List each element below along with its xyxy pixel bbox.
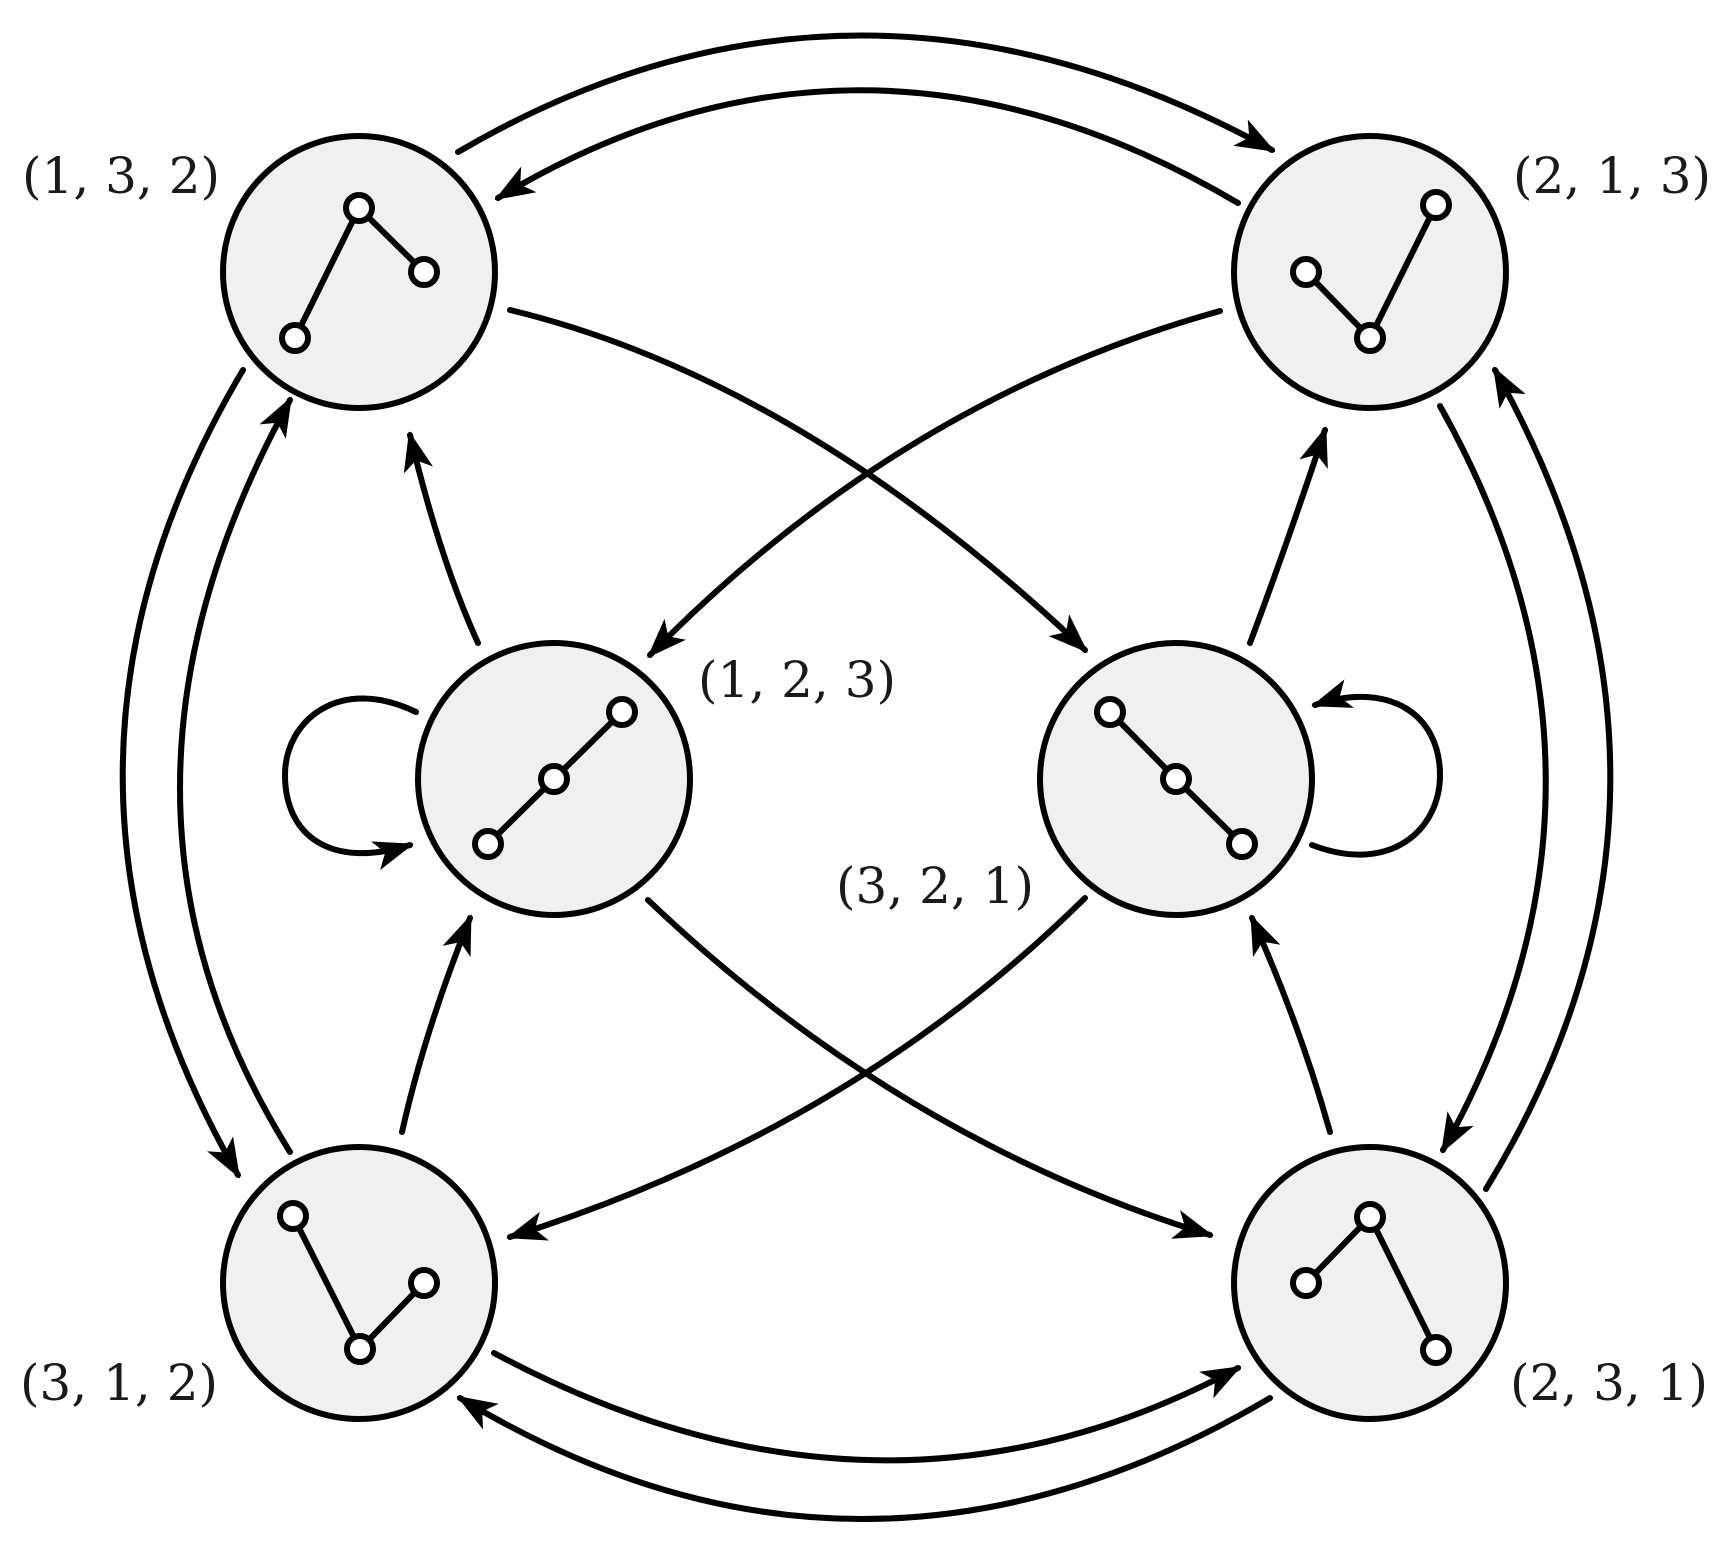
edge-123-self-loop: [281, 695, 419, 871]
node-132-label: (1, 3, 2): [22, 147, 220, 205]
node-213-point-1: [1290, 256, 1322, 288]
edge-321-to-213: [1247, 426, 1328, 646]
node-231-label: (2, 3, 1): [1510, 1354, 1708, 1412]
node-312-circle: [220, 1144, 498, 1422]
labels: (1, 3, 2) (2, 1, 3) (1, 2, 3) (3, 2, 1) …: [20, 147, 1711, 1412]
node-123-label: (1, 2, 3): [698, 651, 896, 709]
edge-321-self-loop: [1309, 679, 1444, 858]
node-132: [220, 133, 498, 411]
node-132-point-2: [343, 192, 375, 224]
edge-123-to-132: [403, 431, 481, 646]
edge-132-to-321: [507, 307, 1088, 653]
node-123-point-1: [472, 828, 504, 860]
node-132-point-1: [279, 322, 311, 354]
edge-312-to-123: [399, 914, 473, 1135]
node-321-point-3: [1226, 828, 1258, 860]
node-312-point-1: [277, 1200, 309, 1232]
node-231-point-2: [1354, 1201, 1386, 1233]
nodes: [220, 133, 1509, 1422]
node-231-point-1: [1290, 1267, 1322, 1299]
node-213: [1231, 133, 1509, 411]
edge-321-to-312: [506, 895, 1088, 1241]
node-231-circle: [1231, 1144, 1509, 1422]
edge-213-to-123: [647, 308, 1223, 658]
edge-312-to-231: [491, 1350, 1242, 1464]
node-312-label: (3, 1, 2): [20, 1354, 218, 1412]
node-213-label: (2, 1, 3): [1513, 147, 1711, 205]
edge-123-to-231: [645, 897, 1214, 1239]
node-123: [415, 640, 693, 918]
edge-132-to-312: [119, 367, 246, 1179]
node-213-point-3: [1420, 189, 1452, 221]
node-132-circle: [220, 133, 498, 411]
node-312: [220, 1144, 498, 1422]
edge-132-to-213: [455, 32, 1276, 155]
edge-213-to-132: [494, 87, 1241, 206]
edge-231-to-321: [1249, 914, 1333, 1135]
edge-231-to-312: [456, 1395, 1273, 1522]
node-132-point-3: [408, 256, 440, 288]
node-312-point-2: [344, 1333, 376, 1365]
node-213-circle: [1231, 133, 1509, 411]
node-321-point-1: [1094, 696, 1126, 728]
node-321-label: (3, 2, 1): [836, 857, 1034, 915]
node-231-point-3: [1420, 1334, 1452, 1366]
edge-231-to-213: [1483, 366, 1614, 1192]
edges: [119, 32, 1614, 1522]
node-123-point-3: [606, 696, 638, 728]
node-321: [1037, 640, 1315, 918]
node-231: [1231, 1144, 1509, 1422]
edge-213-to-231: [1437, 403, 1549, 1154]
node-123-point-2: [538, 763, 570, 795]
node-312-point-3: [408, 1267, 440, 1299]
edge-312-to-132: [177, 396, 293, 1155]
node-321-point-2: [1160, 763, 1192, 795]
node-213-point-2: [1354, 322, 1386, 354]
